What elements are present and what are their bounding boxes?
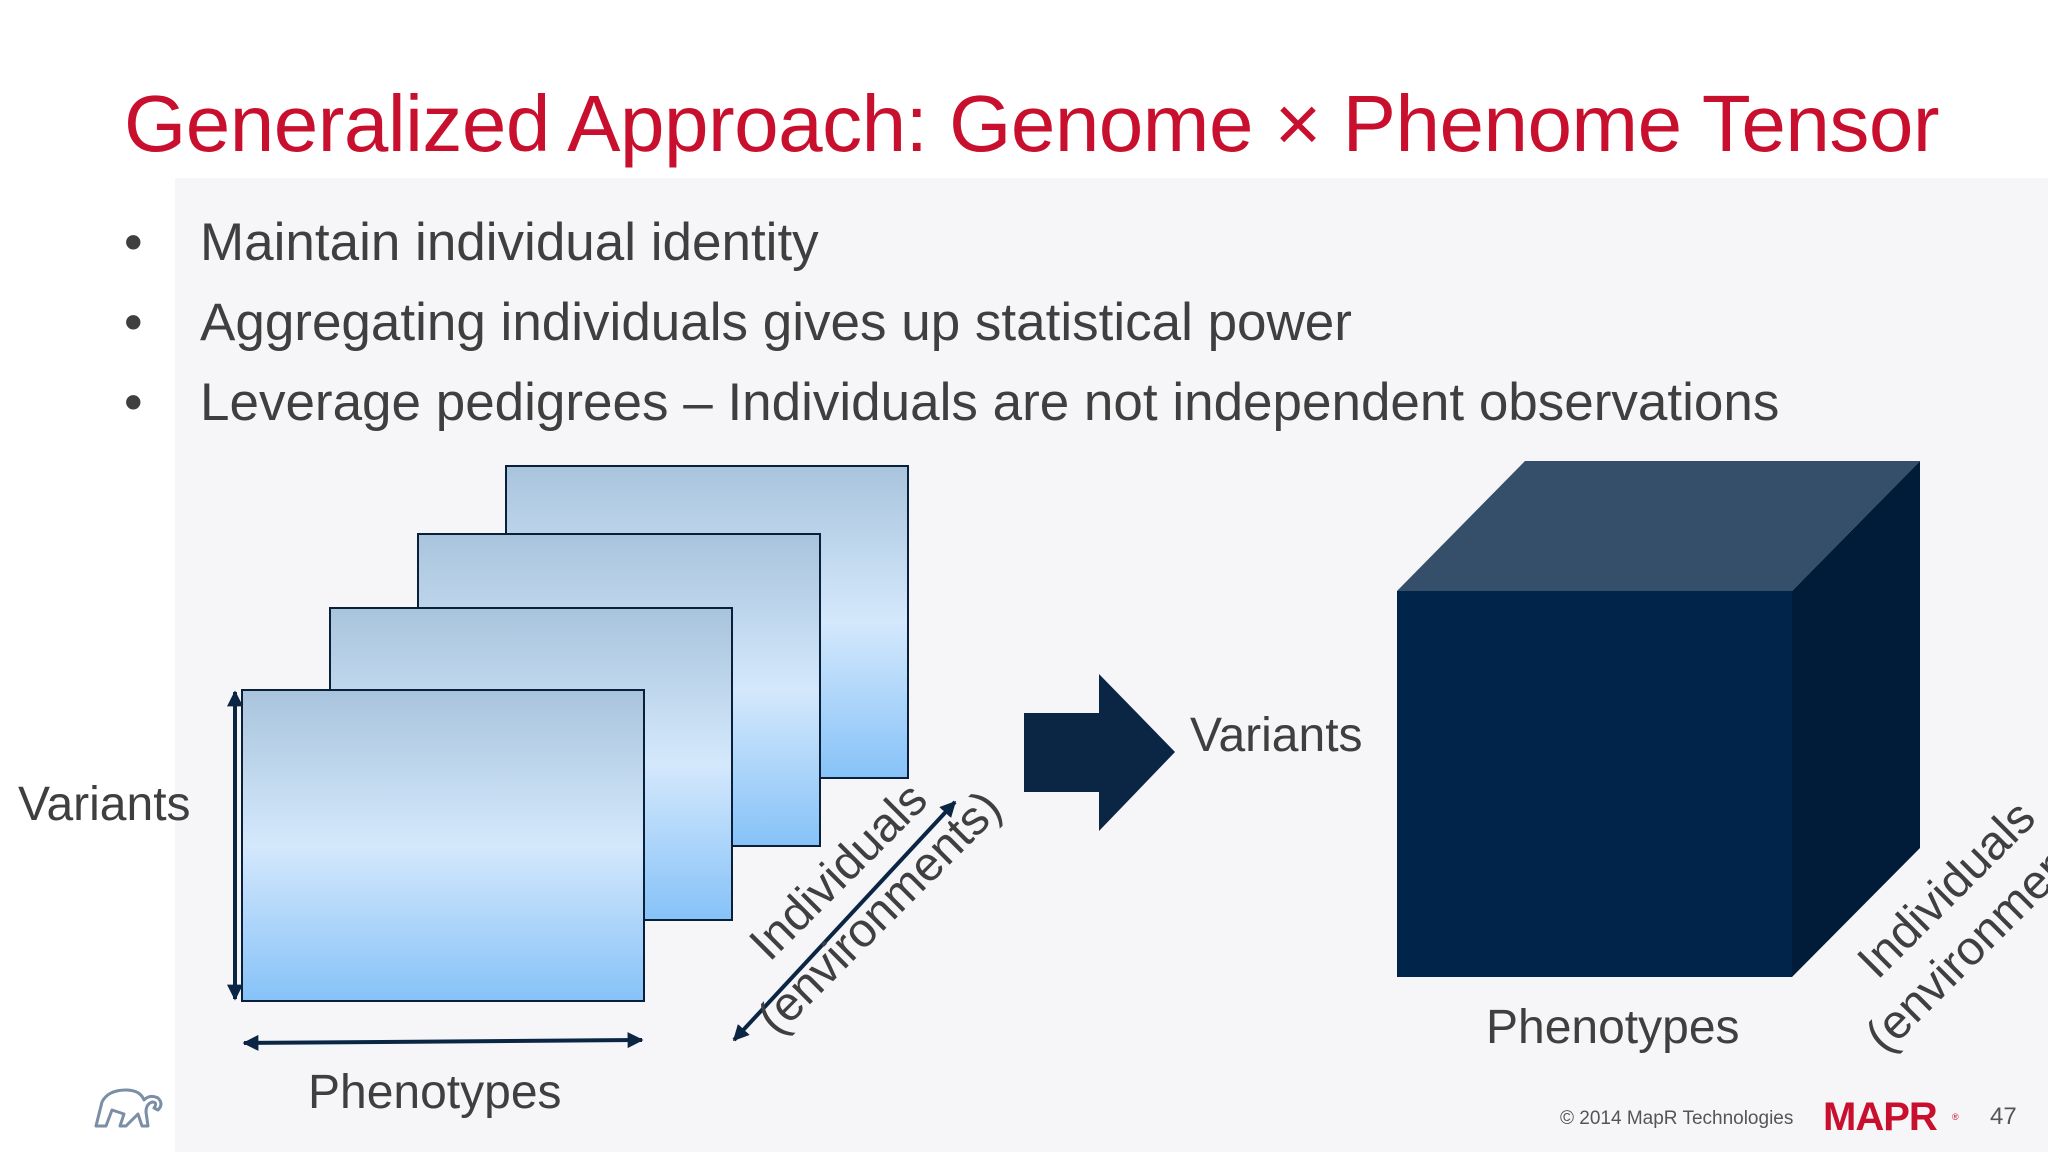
- bullet-marker: •: [124, 213, 143, 272]
- individuals-axis-arrow: [732, 800, 957, 1042]
- bullet-marker: •: [124, 373, 143, 432]
- variants-label-left: Variants: [18, 778, 191, 831]
- phenotypes-axis-arrow: [242, 1032, 644, 1051]
- cube-top-face: [1397, 461, 1920, 591]
- registered-mark: ®: [1952, 1112, 1959, 1122]
- bullet-text: Leverage pedigrees – Individuals are not…: [200, 373, 1780, 432]
- phenotypes-label-left: Phenotypes: [308, 1066, 562, 1119]
- phenotypes-label-right: Phenotypes: [1486, 1001, 1740, 1054]
- slide-title: Generalized Approach: Genome × Phenome T…: [124, 79, 1939, 168]
- matrix-layer-1: [241, 689, 645, 1002]
- bullet-text: Maintain individual identity: [200, 213, 819, 272]
- mapr-logo-text: MAPR: [1823, 1095, 1938, 1139]
- bullet-marker: •: [124, 293, 143, 352]
- cube-side-face: [1792, 461, 1920, 977]
- cube-front-face: [1397, 591, 1792, 977]
- copyright-text: © 2014 MapR Technologies: [1560, 1108, 1794, 1129]
- elephant-logo-icon: [94, 1088, 163, 1128]
- bullet-text: Aggregating individuals gives up statist…: [200, 293, 1352, 352]
- page-number: 47: [1990, 1103, 2017, 1130]
- transform-arrow: [1024, 674, 1175, 831]
- variants-label-right: Variants: [1190, 709, 1363, 762]
